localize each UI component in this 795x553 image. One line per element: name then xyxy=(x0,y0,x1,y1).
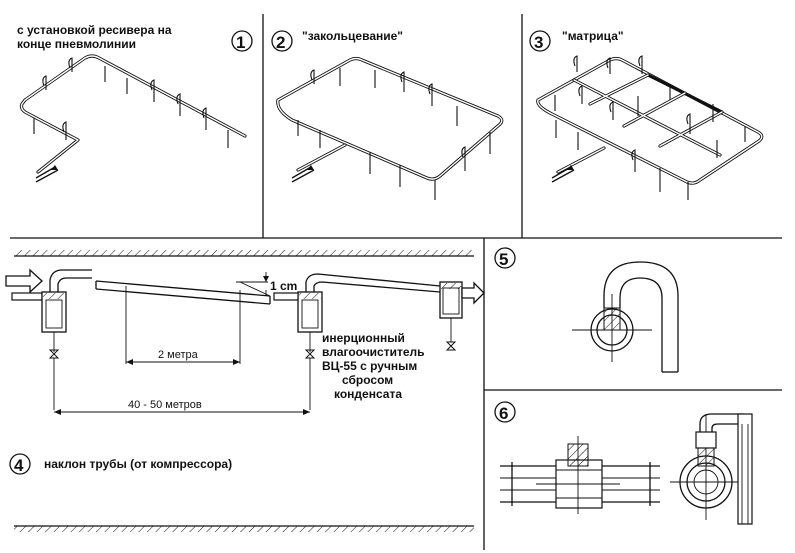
panel-4: 1 cm 2 метра xyxy=(5,250,485,532)
panel-4-dimension-short: 2 метра xyxy=(126,349,240,365)
panel-4-sloping-pipe: 1 cm xyxy=(95,272,297,305)
panel-4-caption: наклон трубы (от компрессора) xyxy=(44,457,232,471)
panel-6-pipe-section-view xyxy=(670,413,753,525)
panel-4-floor xyxy=(14,525,474,532)
panel-1-caption-line1: с установкой ресивера на xyxy=(17,23,172,37)
panel-3: 3 "матрица" xyxy=(529,29,764,200)
panel-4-device-line1: инерционный xyxy=(322,331,405,345)
panel-4-device-line3: ВЦ-55 с ручным xyxy=(322,359,417,373)
panel-1-drops xyxy=(33,57,229,148)
panel-4-device-line5: конденсата xyxy=(334,387,402,401)
panel-2-number: 2 xyxy=(276,33,285,52)
panel-5-gooseneck-takeoff xyxy=(572,261,679,373)
panel-4-separator-3 xyxy=(439,281,463,351)
panel-4-side-inlet xyxy=(11,292,43,301)
panel-6-pipe-side-view xyxy=(500,436,660,514)
panel-2-number-badge: 2 xyxy=(271,30,293,52)
panel-4-span-long: 40 - 50 метров xyxy=(128,399,202,411)
panel-4-span-short: 2 метра xyxy=(158,349,199,361)
panel-5: 5 xyxy=(494,247,679,373)
panel-2-ring-network xyxy=(276,56,504,200)
panel-1-number: 1 xyxy=(236,33,245,52)
panel-1-caption-line2: конце пневмолинии xyxy=(17,37,136,51)
panel-6-number-badge: 6 xyxy=(494,401,516,423)
panel-4-outlet-arrow-icon xyxy=(461,281,485,305)
panel-5-number-badge: 5 xyxy=(494,247,516,269)
panel-dividers xyxy=(10,14,782,550)
panel-1-number-badge: 1 xyxy=(231,30,253,52)
panel-4-separator-2 xyxy=(273,273,441,410)
panel-4-device-line4: сбросом xyxy=(342,373,393,387)
panel-4-ceiling xyxy=(14,250,474,257)
panel-6: 6 xyxy=(494,401,753,525)
panel-3-matrix-network xyxy=(536,55,764,200)
panel-4-separator-1 xyxy=(41,269,92,410)
panel-4-number-badge: 4 xyxy=(9,453,31,475)
panel-3-number: 3 xyxy=(534,33,543,52)
panel-3-flow-arrow-icon xyxy=(551,165,575,183)
panel-3-drops xyxy=(554,55,746,200)
panel-4-dimension-long: 40 - 50 метров xyxy=(54,399,310,415)
panel-6-number: 6 xyxy=(499,404,508,423)
panel-4-inlet-arrow-icon xyxy=(5,268,43,294)
panel-1-pipe-network xyxy=(19,54,247,183)
panel-3-number-badge: 3 xyxy=(529,30,551,52)
panel-2-caption: "закольцевание" xyxy=(302,29,403,43)
panel-1: с установкой ресивера на конце пневмолин… xyxy=(17,23,253,183)
panel-4-number: 4 xyxy=(14,456,24,475)
panel-2-drops xyxy=(297,68,491,200)
panel-4-drop-label: 1 cm xyxy=(270,279,297,293)
panel-2: 2 "закольцевание" xyxy=(271,29,504,200)
panel-3-caption: "матрица" xyxy=(562,29,624,43)
panel-1-flow-arrow-icon xyxy=(35,165,59,183)
panel-4-device-line2: влагоочиститель xyxy=(322,345,425,359)
panel-2-flow-arrow-icon xyxy=(291,165,315,183)
panel-5-number: 5 xyxy=(499,250,508,269)
